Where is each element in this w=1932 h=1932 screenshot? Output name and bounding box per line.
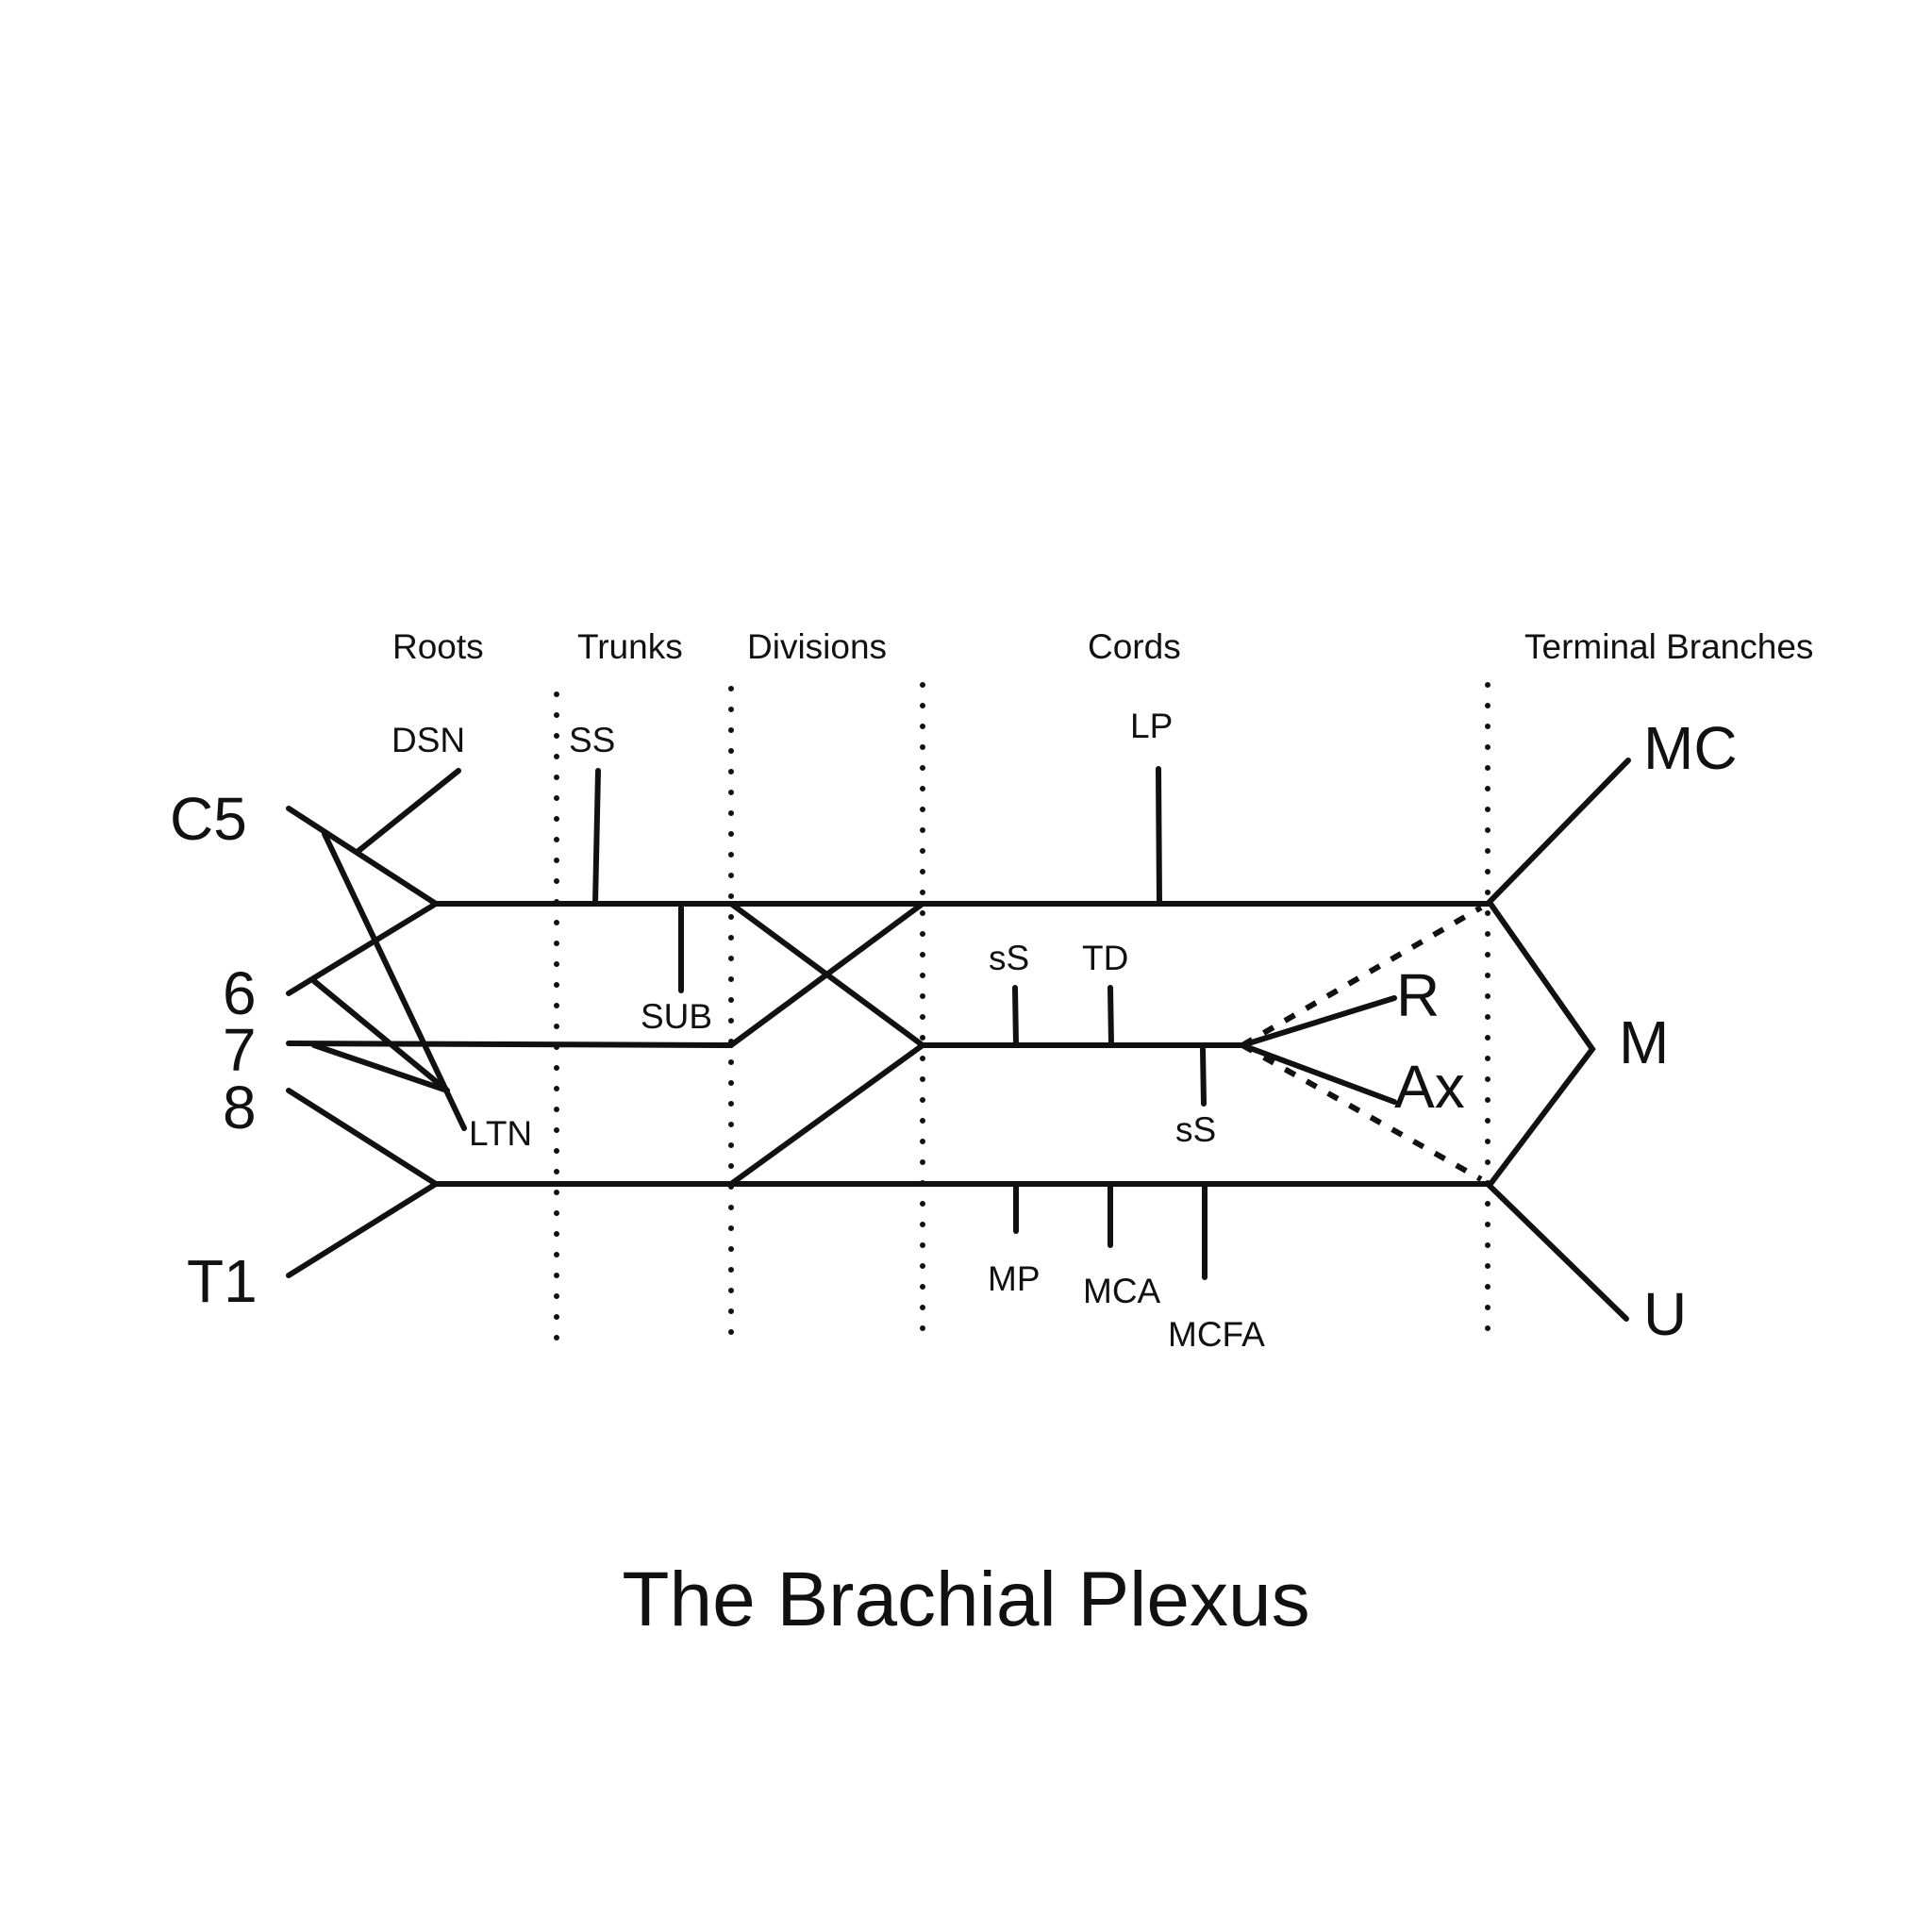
branch-label-td: TD xyxy=(1082,939,1128,977)
mc-terminal-line xyxy=(1485,758,1631,907)
c7-root-line xyxy=(286,1041,734,1048)
terminal-label-r: R xyxy=(1396,961,1440,1029)
branch-label-sub: SUB xyxy=(641,997,712,1036)
middle-to-lateral-division xyxy=(728,901,925,1048)
section-label-trunks: Trunks xyxy=(577,627,683,666)
ltn-c5-line xyxy=(322,831,467,1131)
td-branch-line xyxy=(1108,985,1114,1048)
ltn-c6-line xyxy=(311,978,450,1093)
section-label-divisions: Divisions xyxy=(747,627,887,666)
terminal-lines xyxy=(1240,758,1631,1322)
ltn-c7-line xyxy=(311,1042,450,1093)
c5-root-line xyxy=(286,806,439,907)
cord-lines xyxy=(920,766,1491,1280)
branch-label-ss: SS xyxy=(569,721,615,759)
division-lines xyxy=(728,901,925,1187)
root-label-c5: C5 xyxy=(170,785,247,853)
c8-root-line xyxy=(286,1088,439,1187)
upper-subscapular-branch-line xyxy=(1012,985,1019,1048)
lower-subscapular-branch-line xyxy=(1200,1046,1207,1107)
diagram-title: The Brachial Plexus xyxy=(622,1557,1309,1642)
lower-to-posterior-division xyxy=(728,1042,925,1187)
ax-terminal-line xyxy=(1240,1042,1397,1105)
branch-label-mp: MP xyxy=(988,1259,1041,1298)
trunk-lines xyxy=(433,768,734,1187)
section-label-cords: Cords xyxy=(1088,627,1181,666)
root-label-c6: 6 xyxy=(223,959,257,1027)
roots-lines xyxy=(286,768,734,1278)
terminal-label-m: M xyxy=(1619,1008,1669,1076)
terminal-label-mc: MC xyxy=(1643,714,1738,782)
c6-root-line xyxy=(286,901,439,996)
branch-label-ss-lower: sS xyxy=(1175,1110,1216,1149)
root-label-c8: 8 xyxy=(223,1074,257,1141)
root-label-c7: 7 xyxy=(223,1016,257,1084)
medial-to-posterior-dashed xyxy=(1241,1042,1483,1182)
m-terminal-line xyxy=(1488,901,1596,1187)
section-label-roots: Roots xyxy=(392,627,484,666)
terminal-label-u: U xyxy=(1643,1280,1687,1348)
branch-label-lp: LP xyxy=(1130,707,1173,745)
lateral-to-posterior-dashed xyxy=(1241,905,1483,1048)
branch-label-dsn: DSN xyxy=(391,721,465,759)
branch-label-mca: MCA xyxy=(1083,1272,1161,1310)
branch-label-ss-upper: sS xyxy=(989,939,1029,977)
ss-branch-line xyxy=(592,768,601,907)
root-label-t1: T1 xyxy=(187,1247,258,1315)
branch-label-mcfa: MCFA xyxy=(1168,1315,1265,1354)
terminal-label-ax: Ax xyxy=(1394,1053,1465,1121)
branch-label-ltn: LTN xyxy=(469,1114,532,1153)
dsn-branch-line xyxy=(356,768,461,854)
r-terminal-line xyxy=(1240,995,1397,1048)
u-terminal-line xyxy=(1485,1181,1629,1322)
section-label-terminal: Terminal Branches xyxy=(1524,627,1813,666)
lp-branch-line xyxy=(1156,766,1162,907)
t1-root-line xyxy=(286,1181,439,1278)
